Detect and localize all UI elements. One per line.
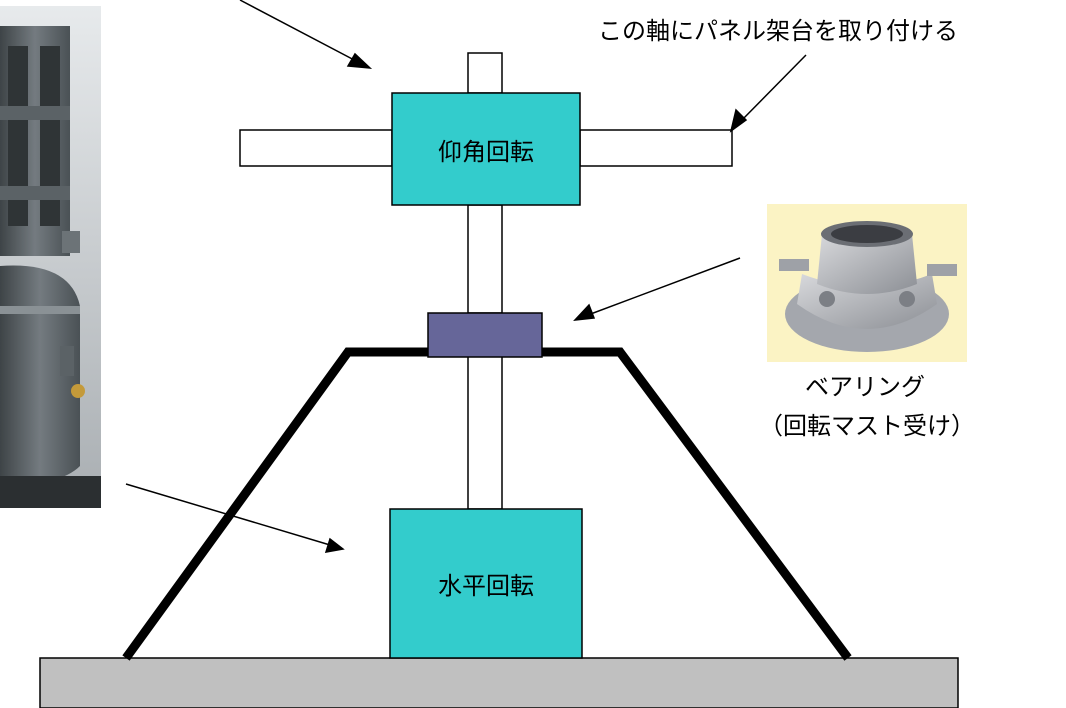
elevation-box-label: 仰角回転 — [438, 137, 534, 166]
arrowhead-elevation — [346, 52, 373, 69]
base-plate — [39, 657, 959, 708]
bearing-note-label: （回転マスト受け） — [759, 412, 975, 440]
arrow-to-shaft — [739, 54, 807, 123]
arrowhead-bearing — [573, 303, 596, 321]
arrowhead-azimuth — [324, 537, 345, 553]
horizontal-axis-left — [239, 129, 393, 167]
arrow-to-bearing — [587, 257, 741, 316]
bearing-name-label: ベアリング — [805, 373, 925, 401]
shaft-note-label: この軸にパネル架台を取り付ける — [598, 17, 958, 45]
horizontal-axis-right — [579, 129, 733, 167]
mast-top-stub — [467, 52, 503, 94]
bearing-photo — [767, 204, 967, 362]
mast-lower — [467, 355, 503, 510]
mast-upper — [467, 204, 503, 314]
pointer-arrows — [125, 0, 807, 553]
arrow-to-elevation — [239, 0, 359, 63]
elevation-gearbox — [391, 92, 581, 206]
arrowhead-shaft — [729, 108, 748, 133]
motor-photo — [0, 6, 101, 508]
bearing-block — [427, 312, 543, 358]
azimuth-box-label: 水平回転 — [438, 572, 534, 600]
arrow-to-azimuth — [125, 483, 331, 546]
azimuth-gearbox — [389, 508, 583, 659]
